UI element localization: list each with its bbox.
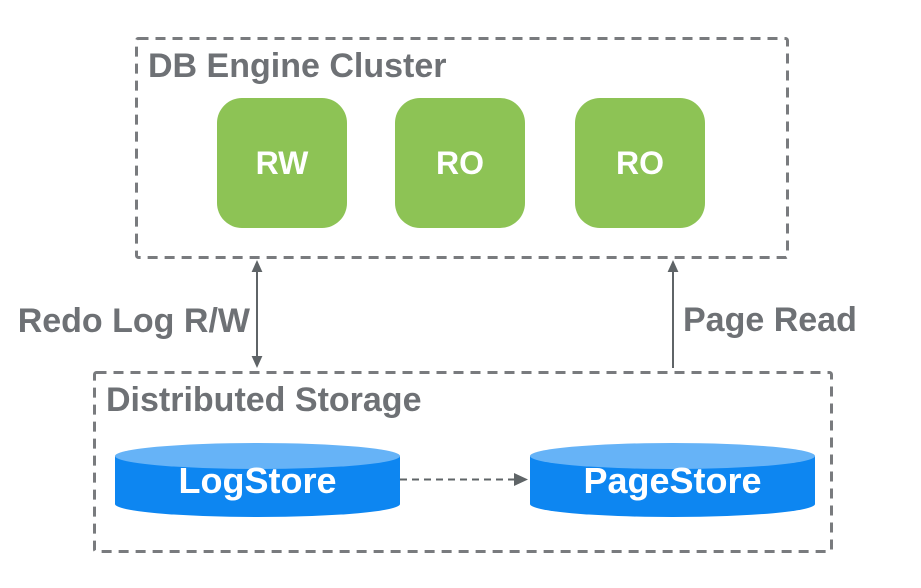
db-engine-cluster-box [135, 37, 789, 259]
node-ro-1: RO [395, 98, 525, 228]
redo-log-arrow [251, 260, 263, 368]
logstore-to-pagestore-arrow [400, 473, 528, 486]
storage-title: Distributed Storage [106, 381, 422, 419]
page-read-label: Page Read [683, 301, 857, 339]
redo-log-rw-label: Redo Log R/W [17, 302, 250, 340]
node-ro-2-label: RO [616, 144, 664, 181]
cylinder-shape [115, 443, 400, 517]
pagestore-cylinder: PageStore [530, 442, 815, 520]
node-ro-2: RO [575, 98, 705, 228]
page-read-arrow [667, 260, 679, 368]
cylinder-shape [530, 443, 815, 517]
cluster-title: DB Engine Cluster [148, 47, 447, 85]
arrow-up-head [667, 260, 679, 272]
node-ro-1-label: RO [436, 144, 484, 181]
arrow-right-head [514, 473, 528, 486]
node-rw-label: RW [255, 144, 309, 181]
logstore-label: LogStore [178, 460, 337, 501]
distributed-storage-box [93, 371, 833, 553]
arrow-up-head [251, 260, 263, 272]
arrow-down-head [251, 356, 263, 368]
pagestore-label: PageStore [583, 460, 762, 501]
node-rw: RW [217, 98, 347, 228]
logstore-cylinder: LogStore [115, 442, 400, 520]
